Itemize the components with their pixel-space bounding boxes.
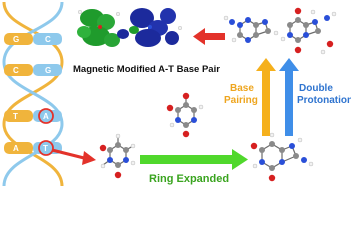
base-pairing-label: Base	[230, 83, 254, 94]
base-pair-cg: C G	[4, 64, 62, 76]
double-protonation-arrow: Double Protonation	[279, 58, 351, 136]
diagram-title: Magnetic Modified A-T Base Pair	[73, 64, 220, 75]
base-letter: T	[13, 112, 18, 121]
molecule-ring-expanded	[250, 132, 314, 182]
base-letter: G	[13, 35, 19, 44]
base-letter: C	[13, 66, 19, 75]
orbital-density	[77, 8, 183, 47]
highlight-ring	[38, 140, 54, 156]
dna-strand-blue	[2, 1, 64, 187]
double-protonation-label: Protonation	[297, 95, 351, 106]
highlight-ring	[38, 108, 54, 124]
molecule-thymine	[99, 133, 136, 179]
base-letter: C	[45, 35, 51, 44]
base-letter: A	[43, 112, 49, 121]
molecule-base-pair-right	[223, 7, 337, 55]
base-pairing-arrow: Base Pairing	[224, 58, 276, 136]
base-pair-gc: G C	[4, 33, 62, 45]
base-letter: T	[43, 144, 48, 153]
figure: G C C G T A A T	[2, 1, 351, 187]
base-letter: A	[13, 144, 19, 153]
dna-helix: G C C G T A A T	[2, 1, 64, 187]
selection-arrow	[51, 148, 85, 160]
ring-expanded-arrow: Ring Expanded	[140, 149, 248, 185]
ring-expanded-label: Ring Expanded	[149, 173, 229, 185]
base-pair-ta: T A	[4, 108, 62, 124]
selection-arrow-head	[82, 151, 96, 165]
base-pairing-label: Pairing	[224, 95, 258, 106]
result-arrow	[193, 28, 225, 45]
molecule-intermediate	[166, 92, 204, 138]
base-letter: G	[45, 66, 51, 75]
double-protonation-label: Double	[299, 83, 333, 94]
